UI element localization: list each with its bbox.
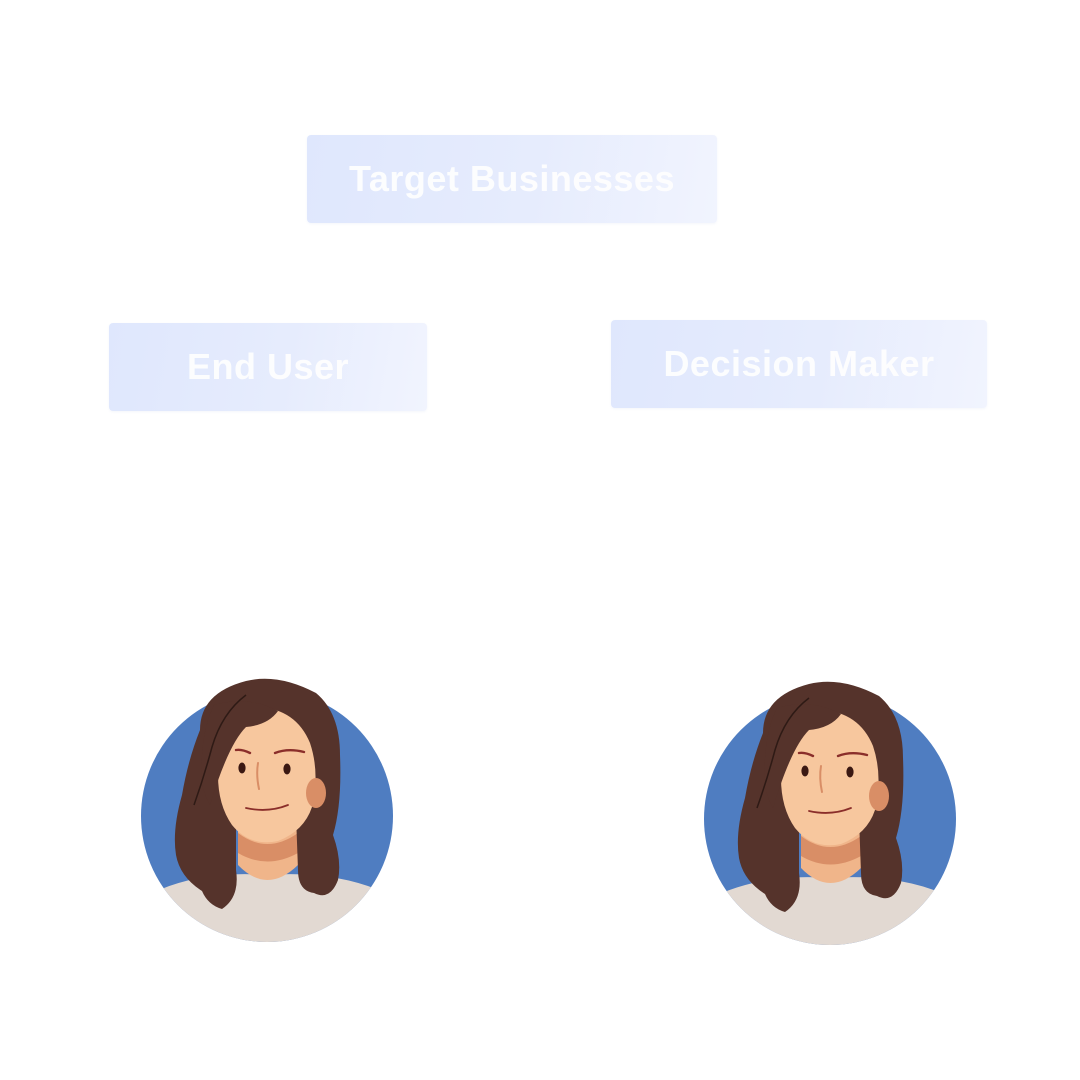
decision-maker-box: Decision Maker — [611, 320, 987, 408]
decision-maker-label: Decision Maker — [663, 343, 935, 384]
avatar-face — [780, 709, 879, 846]
avatar-face — [217, 706, 316, 843]
target-businesses-label: Target Businesses — [349, 158, 675, 199]
avatar-right-eye — [846, 766, 854, 778]
avatar-mouth — [808, 807, 852, 814]
end-user-box: End User — [109, 323, 427, 411]
avatar-left-eye — [801, 765, 809, 777]
target-businesses-box: Target Businesses — [307, 135, 717, 223]
avatar-nose — [819, 765, 823, 793]
avatar-left-eyebrow — [234, 748, 252, 755]
avatar-ear — [869, 781, 889, 811]
end-user-label: End User — [186, 346, 350, 387]
avatar-right-eyebrow — [836, 752, 869, 758]
avatar-shirt — [711, 877, 953, 945]
avatar-neck-shadow — [801, 836, 861, 865]
woman-avatar-icon — [704, 681, 956, 945]
avatar-nose — [256, 762, 260, 790]
avatar-right-eye — [283, 763, 291, 775]
avatar-mouth — [245, 804, 289, 811]
avatar-shirt — [148, 874, 390, 942]
avatar-hair-strand — [193, 694, 247, 806]
avatar-hair-strand — [756, 697, 810, 809]
avatar-left-eye — [238, 762, 246, 774]
avatar-neck-shadow — [238, 833, 298, 862]
woman-avatar-icon — [141, 678, 393, 942]
avatar-left-eyebrow — [797, 751, 815, 758]
avatar-right-eyebrow — [273, 749, 306, 755]
avatar-ear — [306, 778, 326, 808]
